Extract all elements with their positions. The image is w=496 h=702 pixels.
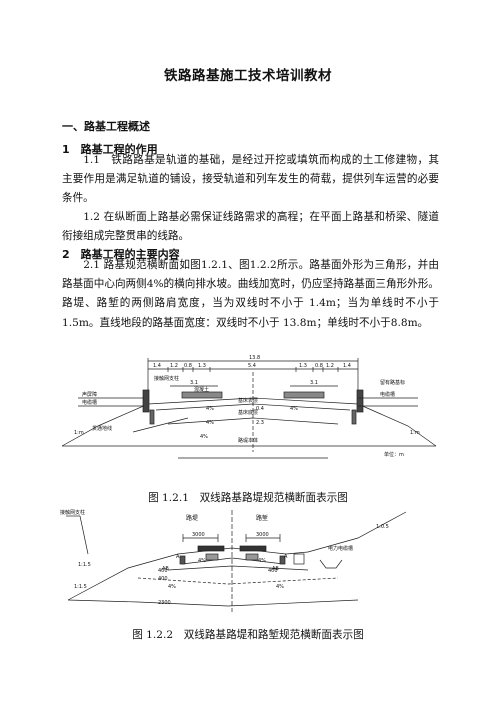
figure-2-caption: 图 1.2.2 双线路基路堤和路堑规范横断面表示图 (132, 629, 364, 641)
label-width-left: 3000 (192, 532, 205, 538)
label-sound-barrier: 声屏障 (82, 391, 97, 398)
paragraph-1-1: 1.1 铁路路基是轨道的基础，是经过开挖或填筑而构成的土工修建物，其主要作用是满… (62, 154, 439, 205)
label-concrete: 混凝土 (194, 386, 209, 393)
dim-8: 1.4 (343, 363, 351, 369)
label-unit: 单位：m (384, 451, 404, 458)
label-embankment: 路堤 (186, 514, 198, 522)
label-slope-right-2: 1:0.5 (376, 524, 389, 530)
label-pct-4: 4% (200, 434, 208, 440)
subsection-heading-role: 1 路基工程的作用 (62, 143, 158, 156)
dim-7: 1.2 (326, 363, 334, 369)
dim-1: 1.4 (153, 363, 161, 369)
label-bed-bottom: 基床底层 (238, 409, 258, 416)
label-bed-surface: 基床表层 (238, 397, 258, 404)
dim-half-right: 3.1 (310, 380, 318, 386)
label-thick-2: 2.3 (256, 420, 264, 426)
page-title: 铁路路基施工技术培训教材 (164, 68, 332, 84)
figure-1-caption: 图 1.2.1 双线路基路堤规范横断面表示图 (148, 492, 348, 504)
label-dim-f: AB (272, 566, 279, 572)
label-dim-c: 400 (158, 576, 168, 582)
label-cable-trough-2: 电力电缆槽 (328, 545, 353, 552)
label-slope-left: 1:m (74, 430, 84, 436)
subsection-heading-content: 2 路基工程的主要内容 (62, 248, 180, 261)
label-slope-bottom-2: 1:1.5 (74, 584, 87, 590)
label-dim-g: A (176, 554, 180, 560)
label-catenary: 接触网支柱 (154, 375, 179, 382)
label-slope-left-2: 1:1.5 (78, 562, 91, 568)
label-dim-d: 2300 (158, 600, 171, 606)
label-width-right: 3000 (256, 532, 269, 538)
label-dim-b: 400 (268, 568, 278, 574)
label-pct-c: 4% (168, 584, 176, 590)
section-heading: 一、路基工程概述 (62, 120, 150, 133)
dim-total-width: 13.8 (249, 355, 260, 361)
label-slope-right: 1:m (410, 430, 420, 436)
label-pct-b: 4% (258, 558, 266, 564)
dim-2: 1.2 (170, 363, 178, 369)
embankment-cross-section-figure: 13.8 1.4 1.2 0.8 1.3 5.4 1.3 0.8 1.2 1.4… (61, 355, 437, 459)
label-pct-a: 4% (198, 558, 206, 564)
label-dim-e: AB (162, 566, 169, 572)
dim-3: 0.8 (184, 363, 192, 369)
label-dim-h: A (284, 554, 288, 560)
dim-4: 1.3 (198, 363, 206, 369)
label-thick-1: 0.4 (256, 406, 264, 412)
label-pct-1: 4% (206, 406, 214, 412)
label-right-note: 留有路基标 (380, 379, 405, 386)
paragraph-1-2: 1.2 在纵断面上路基必需保证线路需求的高程；在平面上路基和桥梁、隧道衔接组成完… (62, 211, 439, 243)
dim-half-left: 3.1 (190, 380, 198, 386)
dim-5: 1.3 (299, 363, 307, 369)
dim-center: 5.4 (248, 363, 256, 369)
label-cable-trough-left: 电缆槽 (82, 399, 97, 406)
label-cable-trough-right: 电缆槽 (380, 391, 395, 398)
label-body: 路堤本体 (238, 437, 258, 444)
label-pct-3: 4% (206, 420, 214, 426)
label-drainage: 贯通地线 (92, 425, 112, 432)
paragraph-2-1: 2.1 路基规范横断面如图1.2.1、图1.2.2所示。路基面外形为三角形，并由… (62, 259, 439, 329)
label-cutting: 路堑 (256, 514, 268, 522)
label-pct-d: 4% (276, 584, 284, 590)
label-dim-a: 400 (158, 568, 168, 574)
embankment-cutting-cross-section-figure: 接触网支柱 路堤 路堑 3000 3000 电力电缆槽 1:1.5 1:0.5 … (60, 509, 407, 612)
label-catenary-2: 接触网支柱 (60, 509, 85, 516)
label-pct-2: 4% (290, 406, 298, 412)
dim-6: 0.8 (315, 363, 323, 369)
